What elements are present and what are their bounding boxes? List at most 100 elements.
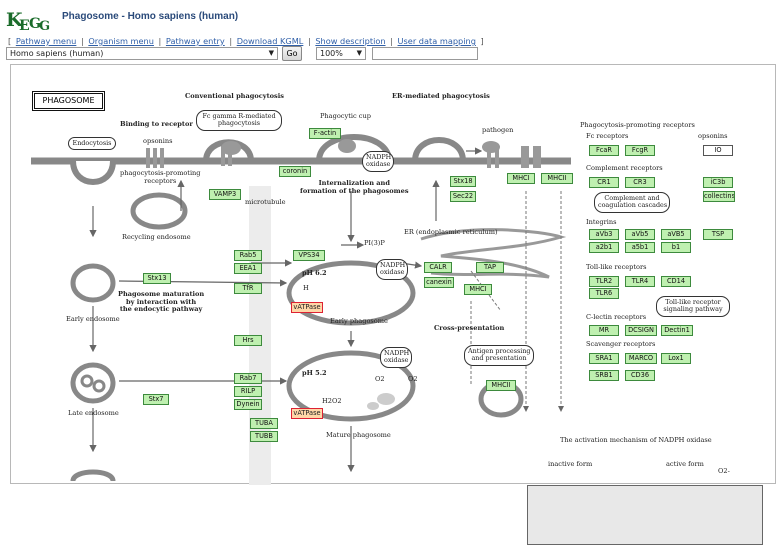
gene-rilp[interactable]: RILP: [234, 386, 262, 397]
label-phagocytic-cup: Phagocytic cup: [320, 112, 371, 120]
label-fc-receptors: Fc receptors: [586, 132, 629, 140]
menu-organism[interactable]: Organism menu: [88, 36, 154, 46]
label-binding: Binding to receptor: [120, 120, 193, 128]
label-ph62: pH 6.2: [302, 269, 327, 277]
gene-sec22[interactable]: Sec22: [450, 191, 476, 202]
organism-select[interactable]: Homo sapiens (human) ▼: [6, 47, 278, 60]
gene-tlr2[interactable]: TLR2: [589, 276, 619, 287]
fc-gamma-pathway-link[interactable]: Fc gamma R-mediated phagocytosis: [196, 110, 282, 131]
label-o2-b: O2: [408, 375, 418, 383]
go-button[interactable]: Go: [282, 46, 302, 61]
label-pp-receptors: Phagocytosis-promoting receptors: [580, 121, 695, 129]
complement-pathway-link[interactable]: Complement and coagulation cascades: [594, 192, 670, 213]
label-scavenger: Scavenger receptors: [586, 340, 656, 348]
menu-show-description[interactable]: Show description: [315, 36, 386, 46]
label-tlr: Toll-like receptors: [586, 263, 647, 271]
gene-tubb[interactable]: TUBB: [250, 431, 278, 442]
gene-mr[interactable]: MR: [589, 325, 619, 336]
label-phagocytosis-promoting: phagocytosis-promoting receptors: [120, 169, 201, 185]
label-cross-presentation: Cross-presentation: [434, 324, 505, 332]
gene-eea1[interactable]: EEA1: [234, 263, 262, 274]
gene-hrs[interactable]: Hrs: [234, 335, 262, 346]
label-recycling-endosome: Recycling endosome: [122, 233, 191, 241]
label-opsonins-right: opsonins: [698, 132, 728, 140]
gene-lox1[interactable]: Lox1: [661, 353, 691, 364]
gene-mhci-2[interactable]: MHCI: [464, 284, 492, 295]
gene-factin[interactable]: F-actin: [309, 128, 341, 139]
menu-pathway[interactable]: Pathway menu: [15, 36, 77, 46]
gene-tlr6[interactable]: TLR6: [589, 288, 619, 299]
svg-text:E: E: [19, 18, 30, 34]
gene-io[interactable]: IO: [703, 145, 733, 156]
organism-select-value: Homo sapiens (human): [10, 49, 104, 58]
label-internalization: Internalization and formation of the pha…: [300, 179, 409, 195]
gene-a5b1[interactable]: a5b1: [625, 242, 655, 253]
label-mature-phagosome: Mature phagosome: [326, 431, 391, 439]
gene-mhcii-2[interactable]: MHCII: [486, 380, 516, 391]
nadph-oxidase-node-3[interactable]: NADPH oxidase: [380, 347, 412, 368]
gene-canexin[interactable]: canexin: [424, 277, 454, 288]
gene-dcsign[interactable]: DCSIGN: [625, 325, 657, 336]
label-microtubule: microtubule: [245, 198, 286, 206]
gene-calr[interactable]: CALR: [424, 262, 452, 273]
label-inactive-form: inactive form: [548, 460, 593, 468]
label-er-mediated: ER-mediated phagocytosis: [392, 92, 490, 100]
label-opsonins: opsonins: [143, 137, 173, 145]
gene-collectins[interactable]: collectins: [703, 191, 735, 202]
zoom-select-value: 100%: [320, 49, 343, 58]
gene-tfr[interactable]: TfR: [234, 283, 262, 294]
gene-cd36[interactable]: CD36: [625, 370, 655, 381]
gene-srb1[interactable]: SRB1: [589, 370, 619, 381]
gene-mhcii[interactable]: MHCII: [541, 173, 573, 184]
label-maturation: Phagosome maturation by interaction with…: [118, 290, 205, 313]
gene-vatpase-2[interactable]: vATPase: [291, 408, 323, 419]
nadph-mechanism-box: [527, 485, 763, 545]
menu-user-data-mapping[interactable]: User data mapping: [397, 36, 476, 46]
gene-avb3[interactable]: aVb3: [589, 229, 619, 240]
gene-cr3[interactable]: CR3: [625, 177, 655, 188]
label-integrins: Integrins: [586, 218, 617, 226]
gene-avb5[interactable]: aVb5: [625, 229, 655, 240]
gene-vamp3[interactable]: VAMP3: [209, 189, 241, 200]
gene-fcgr[interactable]: FcgR: [625, 145, 655, 156]
gene-rab7[interactable]: Rab7: [234, 373, 262, 384]
gene-mhci[interactable]: MHCI: [507, 173, 535, 184]
menu-pathway-entry[interactable]: Pathway entry: [165, 36, 225, 46]
gene-tuba[interactable]: TUBA: [250, 418, 278, 429]
gene-sra1[interactable]: SRA1: [589, 353, 619, 364]
gene-fcar[interactable]: FcaR: [589, 145, 619, 156]
nadph-oxidase-node-2[interactable]: NADPH oxidase: [376, 259, 408, 280]
label-pathogen: pathogen: [482, 126, 514, 134]
gene-ic3b[interactable]: iC3b: [703, 177, 733, 188]
label-pi3p: PI(3)P: [364, 239, 385, 247]
antigen-processing-link[interactable]: Antigen processing and presentation: [464, 345, 534, 366]
label-endocytosis: Endocytosis: [68, 137, 116, 150]
gene-dynein[interactable]: Dynein: [234, 399, 262, 410]
gene-stx18[interactable]: Stx18: [450, 176, 476, 187]
gene-stx7[interactable]: Stx7: [143, 394, 169, 405]
label-ph52: pH 5.2: [302, 369, 327, 377]
gene-cd14[interactable]: CD14: [661, 276, 691, 287]
kegg-logo[interactable]: K E G G: [6, 6, 52, 34]
menu-download-kgml[interactable]: Download KGML: [236, 36, 304, 46]
gene-cr1[interactable]: CR1: [589, 177, 619, 188]
svg-text:K: K: [6, 9, 24, 31]
gene-tlr4[interactable]: TLR4: [625, 276, 655, 287]
gene-b1[interactable]: b1: [661, 242, 691, 253]
gene-a2b1[interactable]: a2b1: [589, 242, 619, 253]
svg-text:G: G: [39, 19, 50, 34]
search-input[interactable]: [372, 47, 478, 60]
gene-tap[interactable]: TAP: [476, 262, 504, 273]
gene-coronin[interactable]: coronin: [279, 166, 311, 177]
tlr-pathway-link[interactable]: Toll-like receptor signaling pathway: [656, 296, 730, 317]
gene-dectin1[interactable]: Dectin1: [661, 325, 693, 336]
zoom-select[interactable]: 100% ▼: [316, 47, 366, 60]
gene-avb5-b[interactable]: aVB5: [661, 229, 691, 240]
gene-vps34[interactable]: VPS34: [293, 250, 325, 261]
gene-tsp[interactable]: TSP: [703, 229, 733, 240]
gene-stx13[interactable]: Stx13: [143, 273, 171, 284]
nadph-oxidase-node[interactable]: NADPH oxidase: [362, 151, 394, 172]
gene-vatpase[interactable]: vATPase: [291, 302, 323, 313]
gene-rab5[interactable]: Rab5: [234, 250, 262, 261]
gene-marco[interactable]: MARCO: [625, 353, 657, 364]
